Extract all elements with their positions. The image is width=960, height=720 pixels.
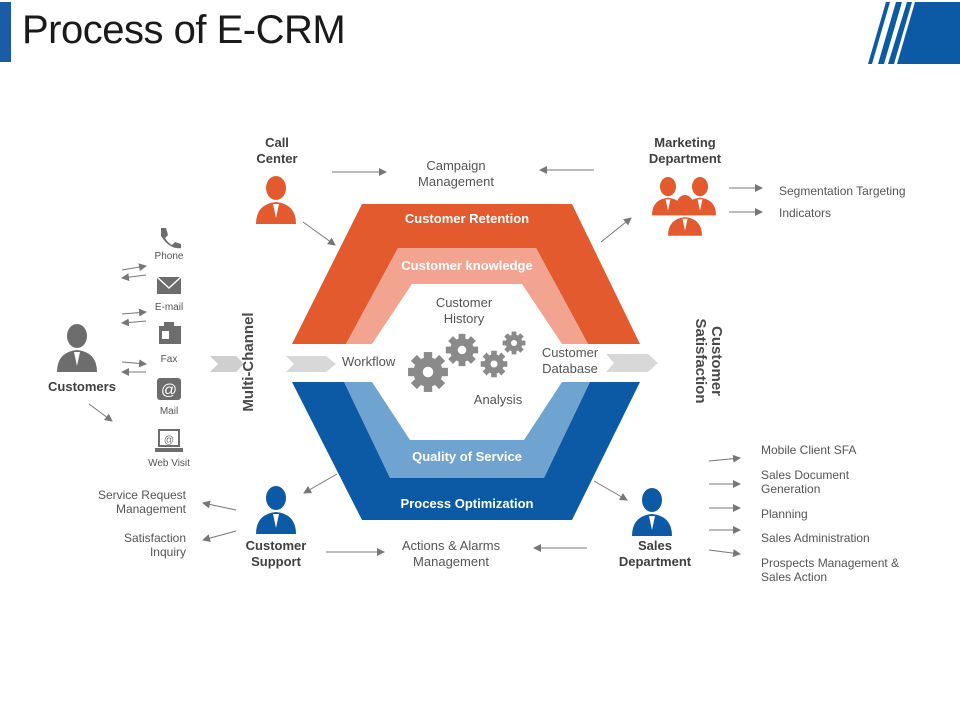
sales-output-item: Planning xyxy=(761,507,808,521)
svg-text:@: @ xyxy=(164,435,174,446)
customer-retention-band xyxy=(292,204,640,344)
customer-support-label: Customer Support xyxy=(245,538,307,569)
customer-history-label: Customer History xyxy=(435,295,493,326)
sales-output-item: Mobile Client SFA xyxy=(761,443,857,457)
phone-icon xyxy=(161,228,181,249)
fax-icon xyxy=(159,322,181,344)
sales-person-icon xyxy=(632,488,672,536)
multi-channel-label: Multi-Channel xyxy=(240,312,257,412)
title-accent-bar xyxy=(0,2,11,62)
page-title: Process of E-CRM xyxy=(22,8,346,52)
service-request-management-label: Service Request Management xyxy=(97,488,186,516)
sales-output-item: Sales Administration xyxy=(761,531,870,545)
customer-retention-label: Customer Retention xyxy=(404,211,530,226)
sales-department-label: Sales Department xyxy=(618,538,692,569)
sales-output-item: Prospects Management & Sales Action xyxy=(761,556,900,584)
campaign-management-label: Campaign Management xyxy=(418,158,494,189)
marketing-department-label: Marketing Department xyxy=(648,135,722,166)
process-optimization-band xyxy=(292,382,640,520)
sales-output-item: Sales Document Generation xyxy=(761,468,850,496)
marketing-output-item: Indicators xyxy=(779,206,832,220)
customer-knowledge-band xyxy=(346,248,588,344)
channel-fax-label: Fax xyxy=(160,354,178,365)
analysis-label: Analysis xyxy=(473,392,523,407)
right-outflow-chevron xyxy=(606,354,658,372)
call-center-person-icon xyxy=(256,176,296,224)
corner-stripes-decoration xyxy=(868,2,960,64)
customer-satisfaction-label: Customer Satisfaction xyxy=(692,318,725,404)
process-optimization-label: Process Optimization xyxy=(400,496,534,511)
channel-email-label: E-mail xyxy=(154,302,184,313)
call-center-label: Call Center xyxy=(256,135,298,166)
at-mail-icon: @ xyxy=(157,378,181,400)
channel-phone-label: Phone xyxy=(154,251,184,262)
channel-mail-label: Mail xyxy=(159,406,179,417)
channel-web-visit-label: Web Visit xyxy=(148,458,190,469)
customers-person-icon xyxy=(57,324,97,372)
customer-knowledge-label: Customer knowledge xyxy=(401,258,533,273)
workflow-label: Workflow xyxy=(342,354,396,369)
marketing-output-item: Segmentation Targeting xyxy=(779,184,906,198)
svg-text:@: @ xyxy=(161,382,177,399)
envelope-icon xyxy=(156,276,182,294)
customers-label: Customers xyxy=(48,379,116,394)
customer-support-person-icon xyxy=(256,486,296,534)
left-inner-chevron xyxy=(286,356,336,372)
customer-database-label: Customer Database xyxy=(541,345,599,376)
satisfaction-inquiry-label: Satisfaction Inquiry xyxy=(123,531,186,559)
actions-alarms-management-label: Actions & Alarms Management xyxy=(401,538,501,569)
quality-of-service-label: Quality of Service xyxy=(412,449,522,464)
left-inflow-chevron xyxy=(210,356,244,372)
quality-of-service-band xyxy=(344,382,590,478)
gears-icon xyxy=(408,331,526,392)
monitor-icon: @ xyxy=(155,429,183,452)
marketing-group-icon xyxy=(652,177,716,236)
